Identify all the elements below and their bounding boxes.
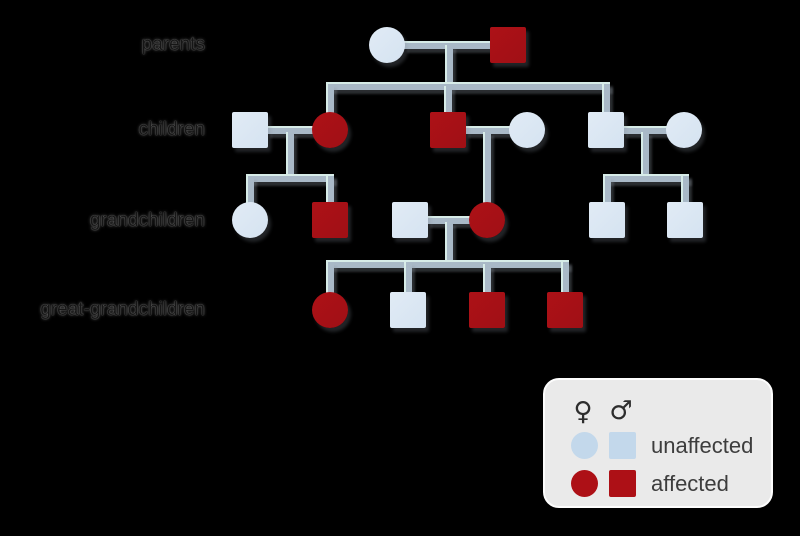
connector-grandchild-1-drop [246,176,254,204]
connector-grandchild-3-drop [603,176,611,204]
symbol-grandchildren-affected-male [312,202,348,238]
male-sign-icon: ♂ [609,396,633,426]
symbol-great-grandchildren-affected-male [547,292,583,328]
connector-couple-1-descent-drop [286,132,294,176]
legend: ♀ ♂ unaffected affected [543,378,773,508]
connector-great-grandchildren-sibling-bar [326,260,569,268]
connector-great-grandchild-1-drop [326,262,334,294]
connector-great-grandchild-3-drop [483,264,491,294]
connector-grandchild-4-drop [681,176,689,204]
connector-couple-2-descent-drop [483,132,491,204]
symbol-great-grandchildren-affected-male [469,292,505,328]
symbol-grandchildren-unaffected-male [392,202,428,238]
connector-child-1-drop [326,84,334,114]
row-label-grandchildren: grandchildren [89,210,205,231]
connector-great-grandchild-4-drop [561,262,569,294]
symbol-children-affected-male [430,112,466,148]
female-sign-icon: ♀ [573,397,593,427]
connector-couple-3-line [623,126,667,134]
connector-great-grandchild-2-drop [404,262,412,294]
symbol-grandchildren-affected-female [469,202,505,238]
connector-grandchild-2-drop [326,176,334,204]
symbol-children-unaffected-female [666,112,702,148]
symbol-great-grandchildren-affected-female [312,292,348,328]
symbol-grandchildren-unaffected-female [232,202,268,238]
connector-child-3-drop [602,84,610,114]
connector-children-sibling-bar [326,82,610,90]
symbol-great-grandchildren-unaffected-male [390,292,426,328]
symbol-grandchildren-unaffected-male [667,202,703,238]
connector-couple-4-descent-drop [445,222,453,262]
connector-couple-1-line [267,126,313,134]
legend-label-affected: affected [651,471,729,496]
legend-affected-female-symbol [571,470,598,497]
legend-affected-male-symbol [609,470,636,497]
legend-unaffected-female-symbol [571,432,598,459]
connector-couple-2-line [465,126,510,134]
legend-label-unaffected: unaffected [651,433,754,458]
symbol-children-affected-female [312,112,348,148]
row-label-parents: parents [141,34,205,55]
symbol-grandchildren-unaffected-male [589,202,625,238]
symbol-children-unaffected-male [232,112,268,148]
connector-child-2-drop [444,86,452,114]
connector-grandchildren-right-sibling-bar [603,174,689,182]
symbol-children-unaffected-female [509,112,545,148]
symbol-parents-unaffected-female [369,27,405,63]
symbol-children-unaffected-male [588,112,624,148]
connector-grandchildren-left-sibling-bar [246,174,334,182]
connector-couple-4-line [427,216,471,224]
connector-parents-descent-drop [445,45,453,86]
symbol-parents-affected-male [490,27,526,63]
connector-couple-3-descent-drop [641,132,649,176]
legend-unaffected-male-symbol [609,432,636,459]
row-label-great-grandchildren: great-grandchildren [40,299,205,320]
row-label-children: children [138,119,205,140]
